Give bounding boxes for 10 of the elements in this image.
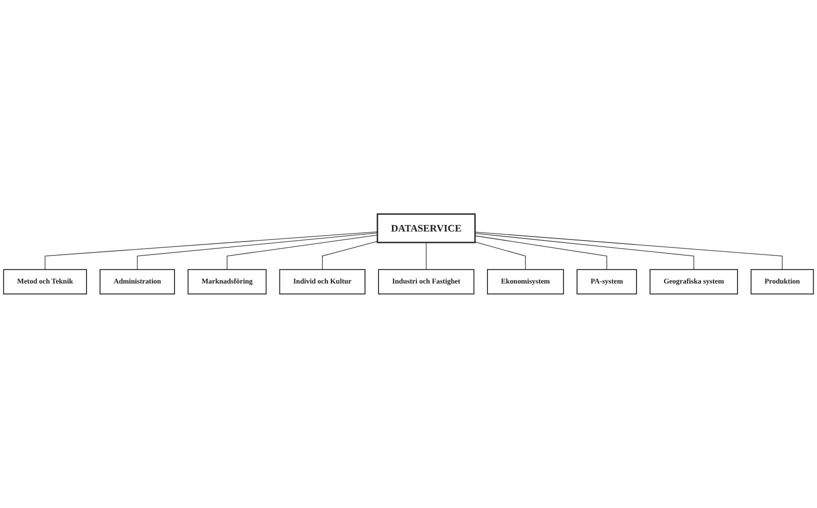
- connector: [474, 232, 694, 270]
- connector: [474, 235, 608, 270]
- connector: [226, 234, 378, 270]
- connector: [426, 242, 427, 270]
- connector: [474, 232, 783, 270]
- node-box: DATASERVICE: [376, 213, 476, 244]
- connector: [474, 242, 526, 270]
- connector: [136, 232, 378, 270]
- connector: [322, 240, 378, 270]
- connector: [44, 231, 378, 270]
